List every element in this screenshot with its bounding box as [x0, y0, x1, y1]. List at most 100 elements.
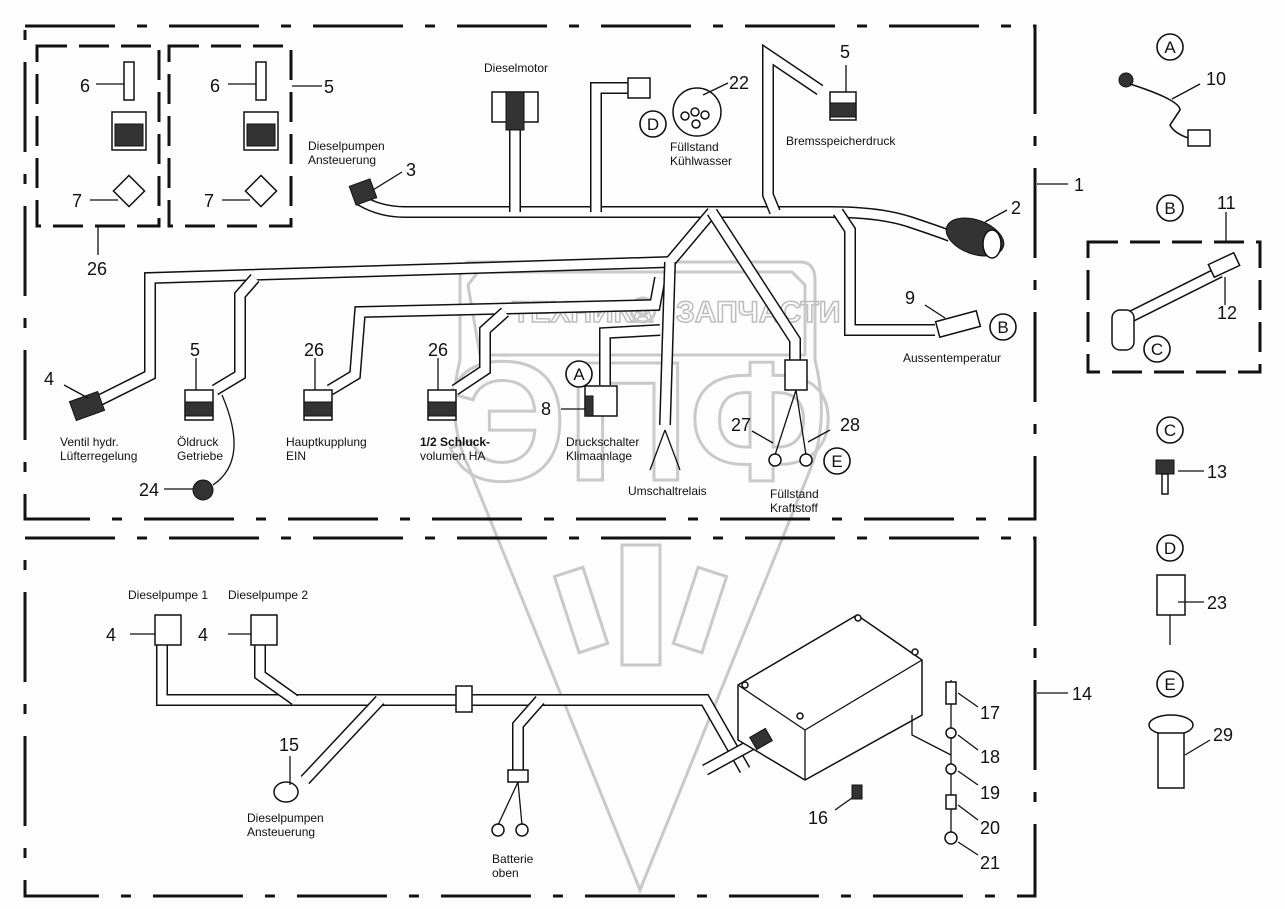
- callout-8: 8: [541, 399, 551, 419]
- grommet: [455, 685, 473, 713]
- detail-marker-A-top[interactable]: A: [1156, 33, 1184, 61]
- kit-frame-5: [167, 44, 293, 228]
- callout-27: 27: [731, 415, 751, 435]
- callout-4: 4: [44, 369, 54, 389]
- svg-text:A: A: [573, 365, 585, 384]
- callout-6-b: 6: [210, 76, 220, 96]
- watermark-text-right: ЗАПЧАСТИ: [676, 296, 840, 329]
- label-bremsspeicherdruck: Bremsspeicherdruck: [786, 134, 896, 148]
- watermark: ТЕХНИКА ЗАПЧАСТИ ЭПФ: [444, 260, 841, 894]
- label-fuellstand-kr-2: Kraftstoff: [770, 501, 818, 515]
- detail-marker-D-harness[interactable]: D: [639, 110, 667, 138]
- callout-2: 2: [1011, 198, 1021, 218]
- label-hauptkupplung-2: EIN: [286, 449, 306, 463]
- detail-marker-E-top[interactable]: E: [1156, 670, 1184, 698]
- callout-7-b: 7: [204, 191, 214, 211]
- label-dp-ansteuerung-1: Dieselpumpen: [308, 139, 385, 153]
- callout-20: 20: [980, 818, 1000, 838]
- label-oeldruck-1: Öldruck: [177, 435, 219, 449]
- detail-marker-B-top[interactable]: B: [1156, 194, 1184, 222]
- connector-5-oeldruck[interactable]: [184, 389, 214, 421]
- callout-7-a: 7: [72, 191, 82, 211]
- connector-5-brems[interactable]: [829, 91, 857, 121]
- svg-text:D: D: [1164, 539, 1176, 558]
- label-batterie-2: oben: [492, 866, 519, 880]
- callout-26-schluck: 26: [428, 340, 448, 360]
- callout-10: 10: [1206, 69, 1226, 89]
- detail-marker-E-harness[interactable]: E: [823, 447, 851, 475]
- svg-text:C: C: [1164, 421, 1176, 440]
- callout-14: 14: [1072, 684, 1092, 704]
- callout-6-a: 6: [80, 76, 90, 96]
- sensor-24[interactable]: [192, 394, 235, 501]
- detail-marker-C-top[interactable]: C: [1156, 416, 1184, 444]
- part-11-12[interactable]: [1111, 251, 1241, 351]
- svg-text:B: B: [1164, 199, 1175, 218]
- fuse-16[interactable]: [851, 784, 863, 800]
- connector-26-schluck[interactable]: [427, 389, 457, 421]
- connector-2[interactable]: [941, 211, 1009, 263]
- callout-22: 22: [729, 73, 749, 93]
- callout-12: 12: [1217, 303, 1237, 323]
- detail-marker-D-top[interactable]: D: [1156, 534, 1184, 562]
- connector-26-hauptkupplung[interactable]: [303, 389, 333, 421]
- assembly-frame-1: [23, 24, 1037, 521]
- assembly-frame-14: [23, 536, 1037, 898]
- callout-19: 19: [980, 783, 1000, 803]
- kit-5-parts: [243, 61, 279, 208]
- detail-marker-B-harness[interactable]: B: [989, 313, 1017, 341]
- detail-marker-A-harness[interactable]: A: [565, 360, 593, 388]
- callout-16: 16: [808, 808, 828, 828]
- callout-13: 13: [1207, 462, 1227, 482]
- svg-text:C: C: [1151, 340, 1163, 359]
- kit-26-parts: [111, 61, 147, 208]
- label-hauptkupplung-1: Hauptkupplung: [286, 435, 367, 449]
- callout-5-oeldruck: 5: [190, 340, 200, 360]
- part-13[interactable]: [1155, 459, 1175, 495]
- svg-text:D: D: [647, 115, 659, 134]
- svg-text:B: B: [997, 318, 1008, 337]
- callout-numbers: 1 2 3 4 5 5 5 6 6 7 7 8 9 10 11 12 13 14…: [44, 42, 1237, 873]
- control-box[interactable]: [737, 614, 923, 781]
- callout-29: 29: [1213, 725, 1233, 745]
- callout-11: 11: [1217, 193, 1236, 213]
- callout-15: 15: [279, 735, 299, 755]
- callout-4-dp1: 4: [106, 625, 116, 645]
- label-fuellstand-kw-1: Füllstand: [670, 140, 719, 154]
- connector-dieselpumpe-1[interactable]: [154, 614, 182, 646]
- callout-9: 9: [905, 288, 915, 308]
- battery-terminals[interactable]: [491, 769, 529, 837]
- detail-marker-C-kit[interactable]: C: [1143, 335, 1171, 363]
- part-29[interactable]: [1148, 714, 1194, 789]
- mounting-hardware[interactable]: [911, 680, 958, 845]
- connector-dieselmotor[interactable]: [491, 91, 539, 131]
- callout-23: 23: [1207, 593, 1227, 613]
- label-fuellstand-kw-2: Kühlwasser: [670, 154, 732, 168]
- label-ventil-2: Lüfterregelung: [60, 449, 137, 463]
- connector-dieselpumpe-2[interactable]: [250, 614, 278, 646]
- connector-3[interactable]: [348, 178, 378, 206]
- label-oeldruck-2: Getriebe: [177, 449, 223, 463]
- upper-harness-wires: [97, 43, 953, 426]
- callout-5-brems: 5: [840, 42, 850, 62]
- kit-frame-11: [1086, 240, 1262, 374]
- connector-27-28[interactable]: [768, 359, 813, 467]
- label-aussentemperatur: Aussentemperatur: [903, 351, 1001, 365]
- callout-4-dp2: 4: [198, 625, 208, 645]
- callout-24: 24: [139, 480, 159, 500]
- label-dp-ansteuerung-2: Ansteuerung: [308, 153, 376, 167]
- connector-9[interactable]: [934, 309, 982, 339]
- connector-15[interactable]: [273, 781, 299, 803]
- wheat-icon: [552, 543, 729, 667]
- connector-4-ventil[interactable]: [68, 390, 106, 422]
- connector-22[interactable]: [627, 77, 722, 137]
- callout-18: 18: [980, 747, 1000, 767]
- label-druckschalter-1: Druckschalter: [566, 435, 639, 449]
- part-23[interactable]: [1156, 574, 1186, 645]
- label-dieselpumpe-1: Dieselpumpe 1: [128, 588, 208, 602]
- part-10[interactable]: [1118, 72, 1211, 147]
- callout-3: 3: [406, 160, 416, 180]
- connector-umschaltrelais[interactable]: [649, 429, 681, 471]
- connector-8[interactable]: [584, 385, 618, 417]
